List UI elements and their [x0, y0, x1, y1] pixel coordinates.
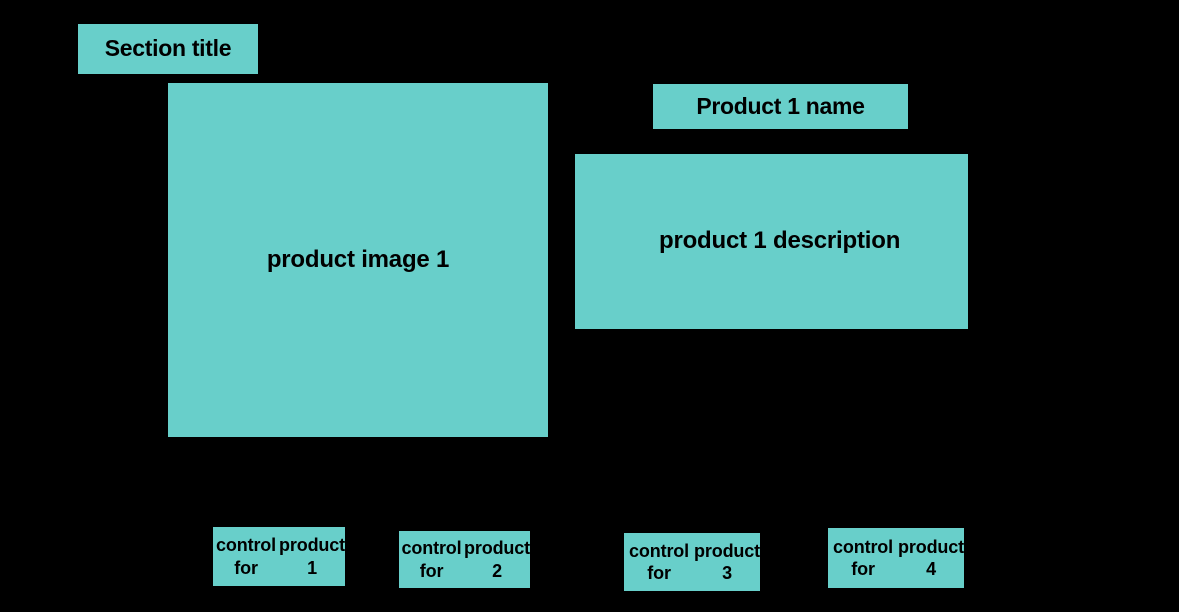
control-4-line-1: control for [833, 536, 893, 580]
control-2-line-2: product 2 [464, 538, 530, 581]
control-3-line-1: control for [629, 540, 689, 584]
product-image-placeholder[interactable]: product image 1 [168, 83, 548, 437]
control-4-line-2: product 4 [898, 536, 964, 580]
control-1-line-2: product 1 [279, 535, 345, 578]
control-for-product-3[interactable]: control for product 3 [624, 533, 760, 591]
control-for-product-1[interactable]: control for product 1 [213, 527, 345, 586]
control-2-line-1: control for [401, 538, 462, 581]
control-3-line-2: product 3 [694, 540, 760, 584]
control-1-line-1: control for [216, 535, 276, 578]
product-name: Product 1 name [653, 84, 908, 129]
control-for-product-2[interactable]: control for product 2 [399, 531, 530, 588]
control-for-product-4[interactable]: control for product 4 [828, 528, 964, 588]
section-title: Section title [78, 24, 258, 74]
product-description: product 1 description [575, 154, 968, 329]
